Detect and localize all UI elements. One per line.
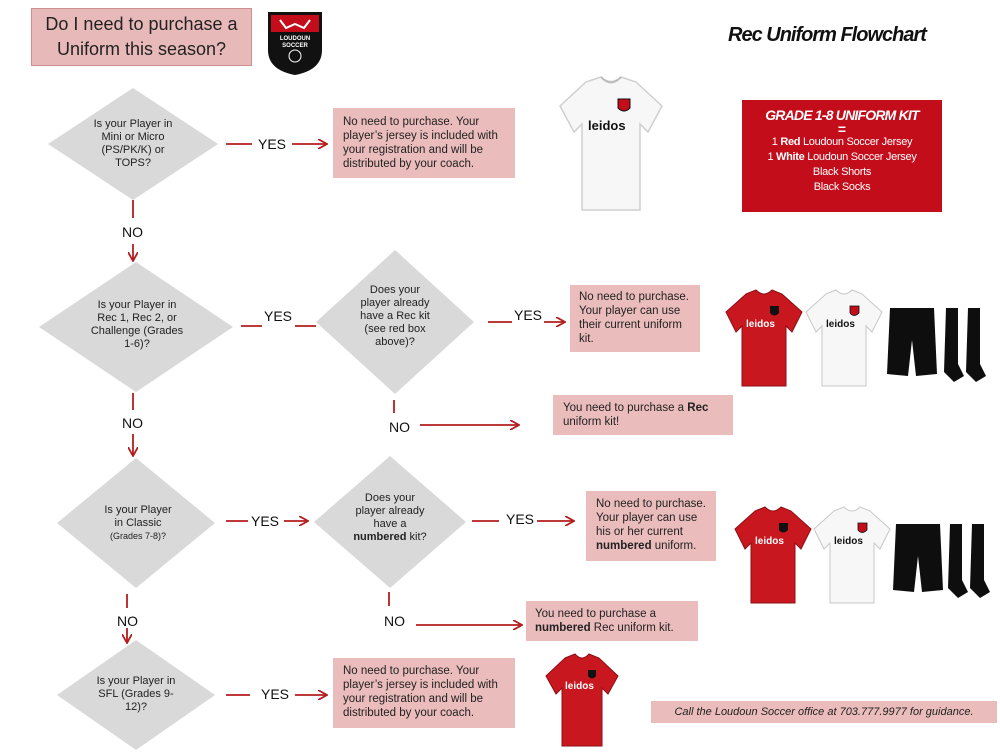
kit-photo-numbered-socks: [944, 522, 994, 602]
flowchart-title: Rec Uniform Flowchart: [728, 24, 927, 46]
yes-label-q4: YES: [261, 686, 290, 702]
kit-photo-numbered-red-jersey: leidos: [733, 505, 813, 605]
contact-note: Call the Loudoun Soccer office at 703.77…: [651, 701, 997, 723]
sfl-red-jersey-image: leidos: [544, 652, 620, 748]
kit-photo-rec-white-sponsor: leidos: [826, 319, 855, 330]
kit-heading: GRADE 1-8 UNIFORM KIT: [765, 107, 919, 123]
no-label-q2: NO: [122, 415, 143, 431]
kit-line-shorts: Black Shorts: [812, 166, 872, 178]
decision-diamond-q4: [57, 640, 215, 750]
start-question-line2: Uniform this season?: [56, 39, 227, 59]
loudoun-soccer-logo: LOUDOUN SOCCER: [266, 10, 324, 76]
decision-diamond-q3b: [314, 456, 466, 588]
kit-photo-rec-red-jersey: leidos: [724, 288, 804, 388]
kit-photo-numbered-shorts: [892, 522, 944, 594]
kit-photo-numbered-red-sponsor: leidos: [755, 536, 784, 547]
white-jersey-sponsor: leidos: [588, 118, 626, 133]
no-label-q3b: NO: [384, 613, 405, 629]
kit-photo-rec-white-jersey: leidos: [804, 288, 884, 388]
no-label-q2b: NO: [389, 419, 410, 435]
kit-line-red-jersey: 1 Red Loudoun Soccer Jersey: [771, 136, 913, 148]
decision-diamond-q2b: [316, 250, 474, 394]
yes-label-q2b: YES: [514, 307, 543, 323]
decision-diamond-q1: [48, 88, 218, 200]
kit-photo-rec-red-sponsor: leidos: [746, 319, 775, 330]
kit-photo-rec-shorts: [886, 306, 938, 378]
yes-label-q2: YES: [264, 308, 293, 324]
outcome-box-5: You need to purchase a numbered Rec unif…: [526, 601, 698, 641]
no-label-q1: NO: [122, 224, 143, 240]
start-question-line1: Do I need to purchase a: [45, 14, 238, 34]
kit-photo-rec-socks: [940, 306, 990, 386]
no-label-q3: NO: [117, 613, 138, 629]
outcome-box-3: You need to purchase a Rec uniform kit!: [553, 395, 733, 435]
yes-label-q1: YES: [258, 136, 287, 152]
yes-label-q3: YES: [251, 513, 280, 529]
kit-equals: =: [837, 121, 847, 137]
kit-photo-numbered-white-jersey: leidos: [812, 505, 892, 605]
kit-line-white-jersey: 1 White Loudoun Soccer Jersey: [767, 151, 917, 163]
start-question-box: Do I need to purchase a Uniform this sea…: [31, 8, 252, 66]
decision-diamond-q2: [39, 262, 233, 392]
decision-diamond-q3: [57, 458, 215, 588]
uniform-kit-box: GRADE 1-8 UNIFORM KIT = 1 Red Loudoun So…: [742, 100, 942, 212]
yes-label-q3b: YES: [506, 511, 535, 527]
logo-text: LOUDOUN SOCCER: [279, 36, 311, 49]
kit-line-socks: Black Socks: [813, 181, 871, 193]
sfl-jersey-sponsor: leidos: [565, 681, 594, 692]
kit-photo-numbered-white-sponsor: leidos: [834, 536, 863, 547]
white-jersey-image: leidos: [556, 74, 666, 214]
